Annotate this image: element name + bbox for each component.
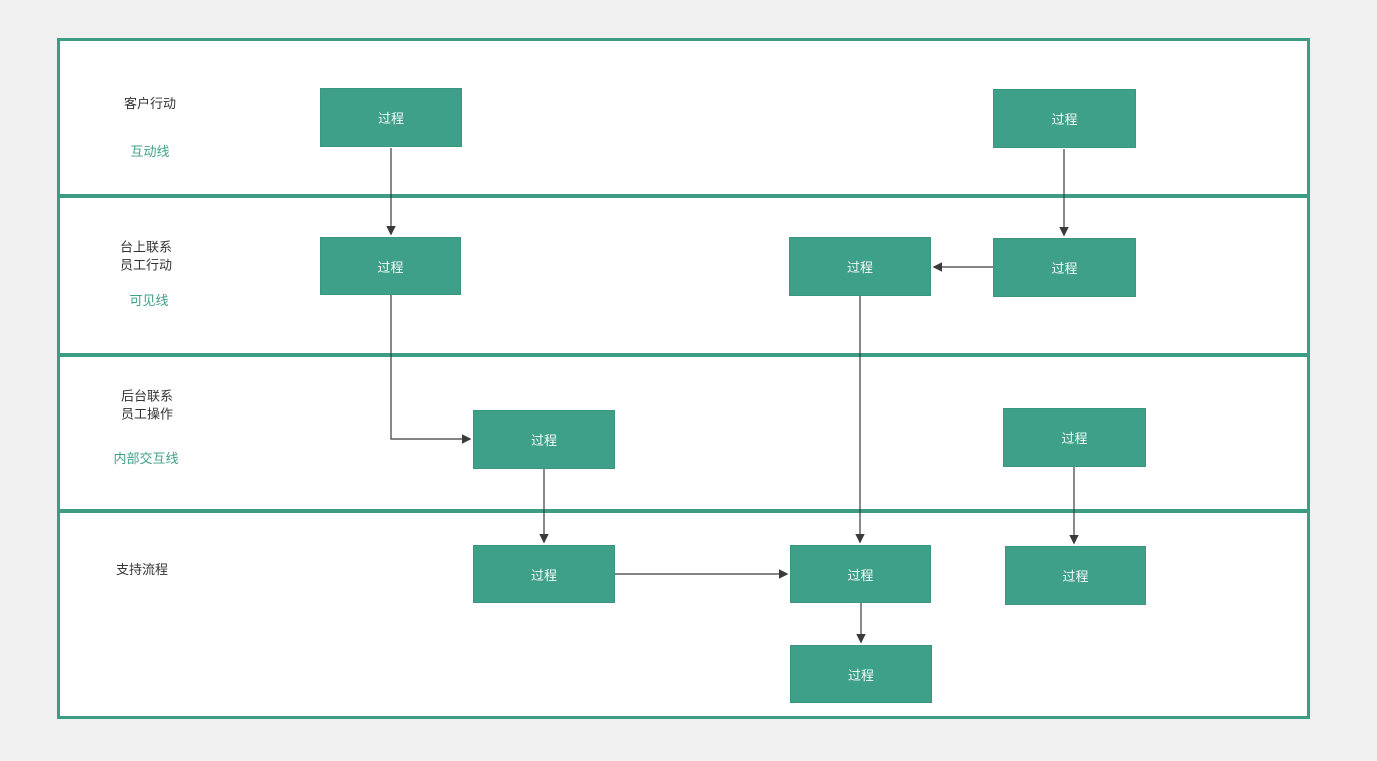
process-node-label: 过程 — [530, 433, 557, 448]
process-node-backstage-process-2[interactable]: 过程 — [1003, 408, 1146, 467]
line-label-interaction-line: 互动线 — [130, 144, 170, 160]
visibility-line-separator — [59, 353, 1308, 357]
process-node-label: 过程 — [530, 567, 557, 583]
process-node-backstage-process-1[interactable]: 过程 — [473, 410, 615, 469]
process-node-onstage-process-3[interactable]: 过程 — [993, 238, 1136, 297]
process-node-label: 过程 — [847, 567, 874, 583]
lane-label-backstage-employee-operations: 后台联系 员工操作 — [120, 388, 174, 421]
process-node-label: 过程 — [377, 259, 404, 275]
interaction-line-separator — [59, 194, 1308, 198]
process-node-label: 过程 — [1051, 261, 1078, 276]
process-node-label: 过程 — [1062, 569, 1089, 584]
process-node-label: 过程 — [1051, 112, 1078, 127]
process-node-support-process-4[interactable]: 过程 — [790, 645, 932, 703]
process-node-support-process-1[interactable]: 过程 — [473, 545, 615, 603]
lane-label-onstage-employee-actions: 台上联系 员工行动 — [119, 239, 173, 272]
process-node-support-process-3[interactable]: 过程 — [1005, 546, 1146, 605]
line-label-visibility-line: 可见线 — [129, 293, 169, 309]
blueprint-frame — [57, 38, 1310, 719]
lane-label-customer-actions: 客户行动 — [123, 96, 177, 112]
process-node-customer-process-1[interactable]: 过程 — [320, 88, 462, 147]
process-node-onstage-process-2[interactable]: 过程 — [789, 237, 931, 296]
process-node-label: 过程 — [377, 111, 404, 126]
process-node-label: 过程 — [1061, 431, 1088, 446]
process-node-customer-process-2[interactable]: 过程 — [993, 89, 1136, 148]
line-label-internal-interaction-line: 内部交互线 — [113, 451, 179, 467]
internal-interaction-line-separator — [59, 509, 1308, 513]
lane-label-support-processes: 支持流程 — [115, 562, 169, 578]
process-node-label: 过程 — [847, 667, 874, 683]
process-node-label: 过程 — [846, 260, 873, 275]
process-node-onstage-process-1[interactable]: 过程 — [320, 237, 461, 295]
process-node-support-process-2[interactable]: 过程 — [790, 545, 931, 603]
